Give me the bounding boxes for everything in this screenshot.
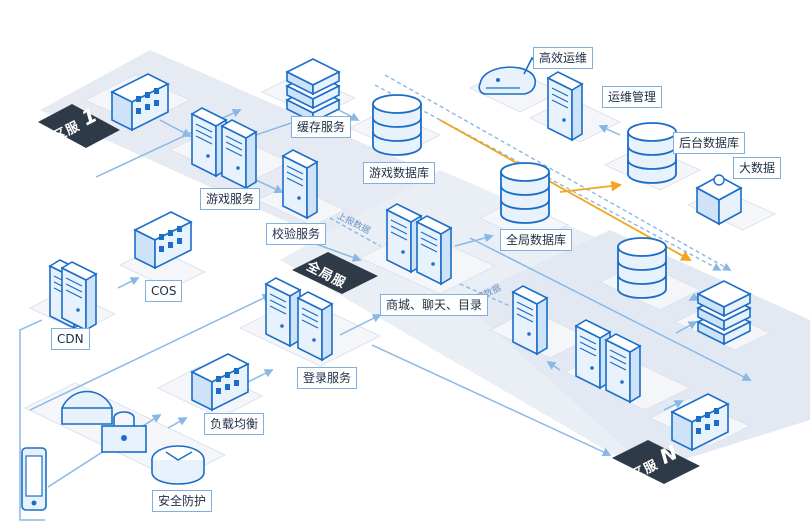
server-icon [61, 261, 97, 331]
shield-icon [151, 445, 205, 485]
server-icon [512, 285, 548, 355]
puzzle-icon [695, 174, 743, 226]
database-icon [617, 237, 667, 299]
phone-icon [21, 447, 47, 511]
server-icon [265, 277, 301, 347]
server-icon [191, 107, 227, 177]
label-verification-service: 校验服务 [266, 223, 327, 245]
label-ops-management: 运维管理 [602, 86, 663, 108]
server-icon [386, 203, 422, 273]
server-icon [547, 71, 583, 141]
label-security-protection: 安全防护 [152, 490, 213, 512]
server-icon [575, 319, 611, 389]
zone-global-badge [292, 252, 378, 294]
zone-n-badge [612, 440, 700, 484]
label-login-service: 登录服务 [297, 367, 358, 389]
label-game-database: 游戏数据库 [363, 162, 436, 184]
database-icon [372, 94, 422, 156]
firewall-icon [61, 390, 113, 425]
server-icon [297, 291, 333, 361]
orange-flow-lines [439, 119, 692, 262]
whale-icon [478, 56, 539, 95]
label-cdn: CDN [51, 328, 90, 350]
label-game-service: 游戏服务 [200, 188, 261, 210]
server-icon [221, 119, 257, 189]
database-icon [627, 122, 677, 184]
label-cache-service: 缓存服务 [291, 116, 352, 138]
database-icon [500, 162, 550, 224]
server-icon [282, 149, 318, 219]
building-icon [134, 211, 192, 269]
label-mall-chat-directory: 商城、聊天、目录 [380, 294, 489, 316]
server-icon [605, 333, 641, 403]
zone-1-badge [38, 104, 120, 148]
label-cos: COS [145, 280, 183, 302]
label-big-data: 大数据 [733, 157, 782, 179]
server-icon [416, 215, 452, 285]
lock-icon [101, 411, 147, 453]
label-global-database: 全局数据库 [500, 229, 573, 251]
report-dashed-lines [329, 74, 732, 307]
connectors [19, 106, 752, 521]
label-load-balancing: 负载均衡 [204, 413, 265, 435]
label-backend-database: 后台数据库 [673, 132, 746, 154]
label-high-efficiency-ops: 高效运维 [533, 47, 594, 69]
